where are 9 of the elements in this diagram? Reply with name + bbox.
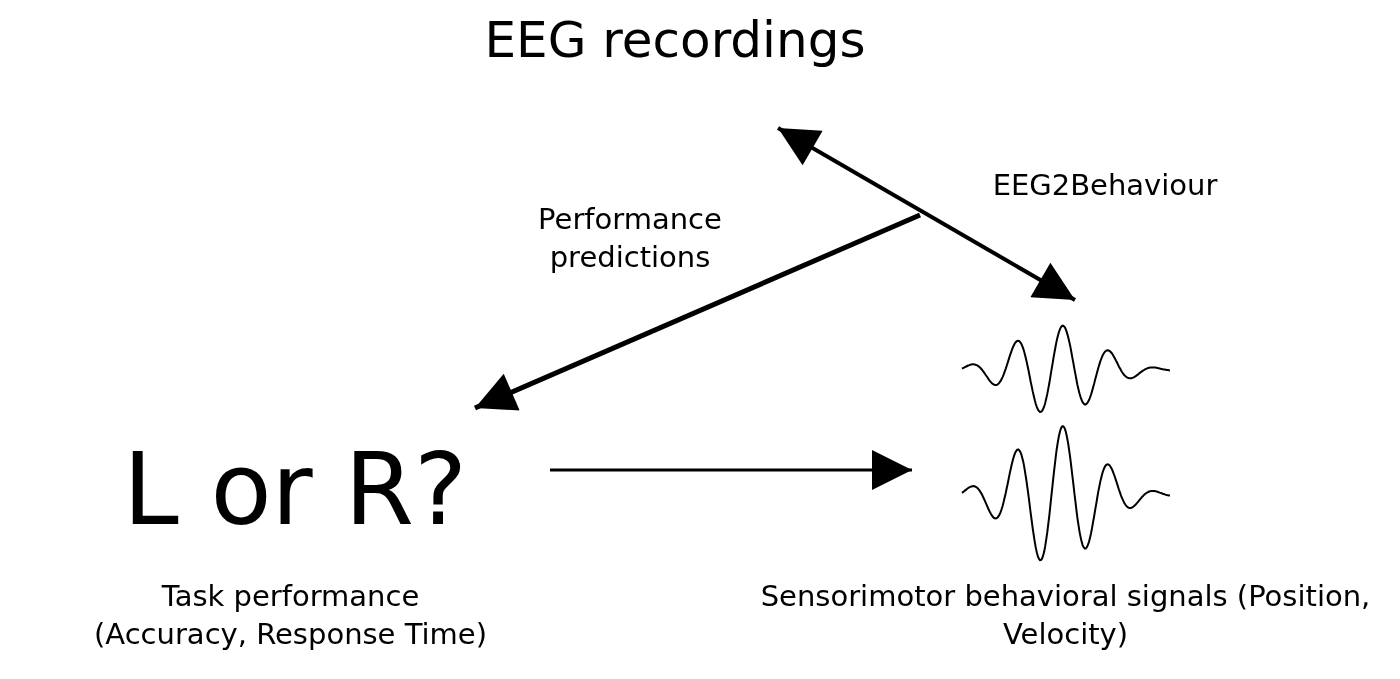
arrow: [474, 212, 921, 411]
node-label: Task performance (Accuracy, Response Time): [93, 578, 488, 653]
edge-label: Performance predictions: [537, 201, 723, 276]
node-label: Sensorimotor behavioral signals (Position, Velocity): [759, 578, 1372, 653]
question-label: L or R?: [110, 408, 550, 540]
arrow: [777, 126, 1076, 302]
arrow: [550, 450, 912, 490]
edge-label: EEG2Behaviour: [991, 167, 1219, 204]
heading-label: EEG recordings: [440, 10, 910, 128]
